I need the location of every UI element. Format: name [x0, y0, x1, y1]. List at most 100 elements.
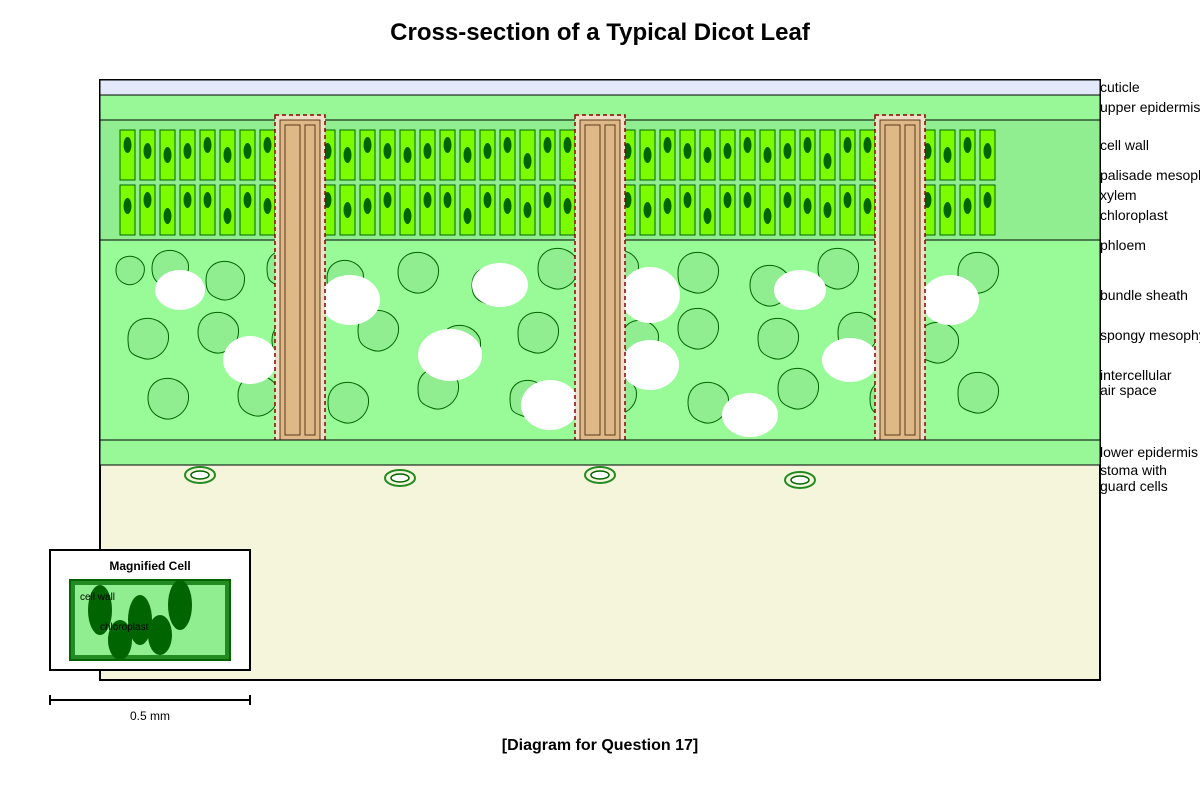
stoma-pore [390, 473, 410, 483]
chloroplast [963, 198, 972, 214]
chloroplast [343, 202, 352, 218]
diagram-caption: [Diagram for Question 17] [502, 737, 698, 754]
chloroplast [923, 143, 932, 159]
cuticle-layer [99, 79, 1101, 96]
stoma [584, 466, 616, 484]
chloroplast [143, 143, 152, 159]
intercellular-air-space [223, 336, 277, 384]
intercellular-air-space [521, 380, 579, 430]
chloroplast [843, 192, 852, 208]
label-xylem: xylem [1100, 187, 1137, 203]
chloroplast [463, 147, 472, 163]
label-palisade-mesophyll: palisade mesophyll [1100, 167, 1200, 183]
chloroplast [863, 137, 872, 153]
intercellular-air-space [774, 270, 826, 310]
inset-chloroplast-3 [168, 580, 192, 630]
chloroplast [623, 192, 632, 208]
chloroplast [983, 192, 992, 208]
stoma [184, 466, 216, 484]
magnified-cell-inset: Magnified Cell cell wall chloroplast [49, 549, 251, 671]
chloroplast [243, 143, 252, 159]
stoma-pore [590, 470, 610, 480]
label-stoma: stoma with [1100, 462, 1167, 478]
chloroplast [183, 192, 192, 208]
chloroplast [803, 137, 812, 153]
label-phloem: phloem [1100, 237, 1146, 253]
chloroplast [683, 143, 692, 159]
chloroplast [723, 143, 732, 159]
chloroplast [263, 137, 272, 153]
intercellular-air-space [621, 340, 679, 390]
xylem [284, 124, 301, 436]
spongy-cell [147, 377, 190, 420]
chloroplast [643, 147, 652, 163]
chloroplast [563, 198, 572, 214]
chloroplast [663, 198, 672, 214]
label-lower-epidermis: lower epidermis [1100, 444, 1198, 460]
spongy-cell [327, 381, 370, 424]
chloroplast [523, 202, 532, 218]
chloroplast [923, 192, 932, 208]
chloroplast [363, 198, 372, 214]
chloroplast [483, 143, 492, 159]
spongy-cell [127, 317, 170, 360]
chloroplast [703, 147, 712, 163]
spongy-cell [757, 317, 800, 360]
label-intercellular: intercellular [1100, 367, 1172, 383]
intercellular-air-space [620, 267, 680, 323]
chloroplast [423, 192, 432, 208]
label-air-space: air space [1100, 382, 1157, 398]
label-cuticle: cuticle [1100, 79, 1140, 95]
inset-chloroplast-5 [148, 615, 172, 655]
chloroplast [443, 192, 452, 208]
chloroplast [763, 208, 772, 224]
chloroplast [123, 198, 132, 214]
spongy-cell [205, 260, 245, 301]
scale-bar-label: 0.5 mm [130, 709, 170, 723]
chloroplast [803, 198, 812, 214]
spongy-cell [957, 371, 1000, 414]
chloroplast [403, 147, 412, 163]
intercellular-air-space [472, 263, 528, 307]
guard-cell [384, 469, 416, 487]
spongy-cell [397, 251, 440, 294]
chloroplast [623, 143, 632, 159]
inset-label-chloroplast: chloroplast [100, 622, 149, 633]
diagram-title: Cross-section of a Typical Dicot Leaf [390, 19, 811, 46]
chloroplast [383, 192, 392, 208]
chloroplast [223, 147, 232, 163]
chloroplast [503, 137, 512, 153]
vascular-bundle [274, 114, 326, 446]
phloem [904, 124, 916, 436]
label-guard-cells: guard cells [1100, 478, 1168, 494]
inset-label-cell-wall: cell wall [80, 592, 115, 603]
chloroplast [683, 192, 692, 208]
intercellular-air-space [921, 275, 979, 325]
spongy-cells [115, 247, 1000, 437]
spongy-cell [517, 311, 560, 354]
chloroplast [323, 143, 332, 159]
chloroplast [723, 192, 732, 208]
vascular-bundle [874, 114, 926, 446]
guard-cell [184, 466, 216, 484]
chloroplast [243, 192, 252, 208]
chloroplast [183, 143, 192, 159]
chloroplast [403, 208, 412, 224]
label-bundle-sheath: bundle sheath [1100, 287, 1188, 303]
chloroplast [323, 192, 332, 208]
chloroplast [783, 192, 792, 208]
chloroplast [843, 137, 852, 153]
chloroplast [863, 198, 872, 214]
inset-chloroplast-4 [108, 620, 132, 660]
chloroplast [783, 143, 792, 159]
guard-cell [584, 466, 616, 484]
stoma [384, 469, 416, 487]
lower-epidermis-layer [99, 439, 1101, 466]
spongy-cell [537, 247, 580, 290]
spongy-cell [677, 307, 720, 350]
xylem [584, 124, 601, 436]
chloroplast [643, 202, 652, 218]
stoma-pore [190, 470, 210, 480]
chloroplast [203, 192, 212, 208]
chloroplast [123, 137, 132, 153]
